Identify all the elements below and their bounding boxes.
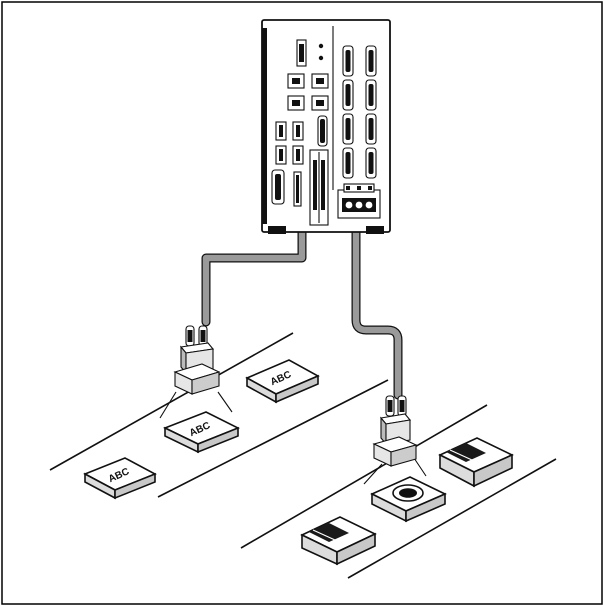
conveyor-right-rail-upper — [241, 405, 487, 548]
package-box-icon: ABC — [165, 412, 238, 452]
conveyor-left-rail-upper — [50, 333, 293, 470]
package-box-icon — [302, 517, 375, 564]
package-box-icon: ABC — [85, 458, 155, 498]
power-terminal — [338, 184, 380, 218]
smart-camera-icon — [160, 326, 232, 418]
package-box-icon: ABC — [247, 360, 318, 402]
conveyor-right-rail-lower — [348, 459, 556, 578]
cable-right — [356, 228, 398, 395]
controller-rail-left — [262, 28, 267, 224]
package-box-icon — [372, 477, 445, 521]
cable-left — [206, 228, 302, 322]
vision-controller-icon — [262, 20, 390, 234]
package-box-icon — [440, 438, 512, 486]
